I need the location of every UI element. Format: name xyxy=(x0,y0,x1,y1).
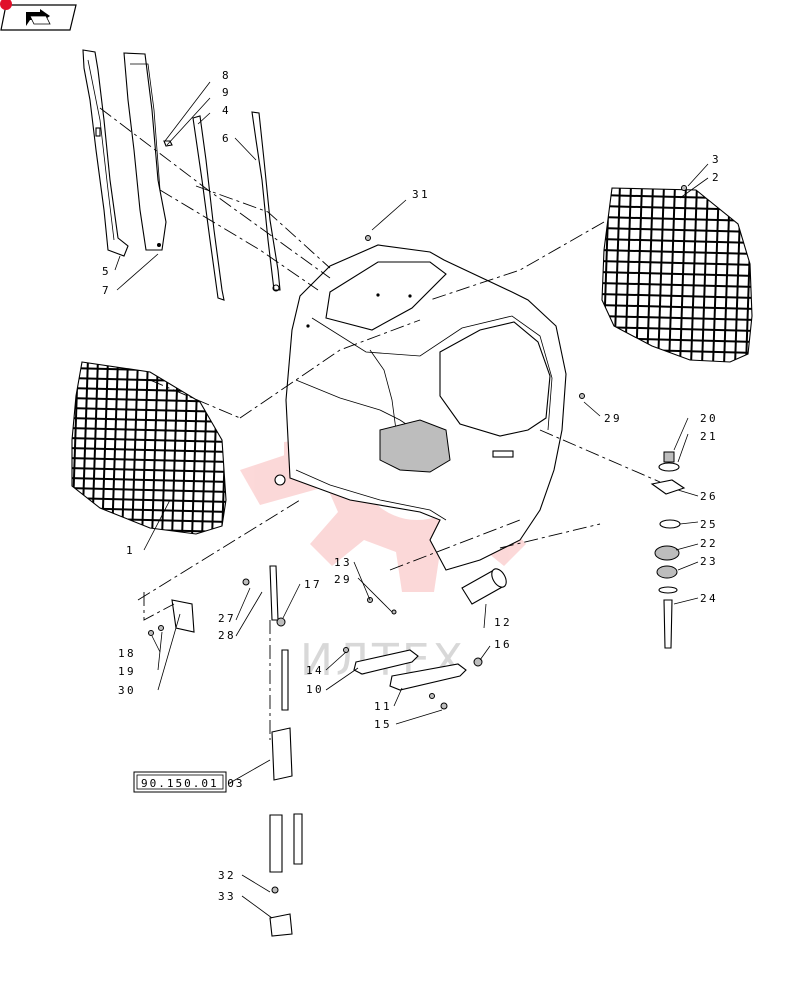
callout-12: 12 xyxy=(494,616,512,629)
screw-31 xyxy=(365,235,371,241)
callout-29-upper: 29 xyxy=(604,412,622,425)
callout-29-lower: 29 xyxy=(334,573,352,586)
callout-24: 24 xyxy=(700,592,718,605)
callout-18: 18 xyxy=(118,647,136,660)
callout-32: 32 xyxy=(218,869,236,882)
bolt-14 xyxy=(343,647,349,653)
callout-23: 23 xyxy=(700,555,718,568)
callout-4: 4 xyxy=(222,104,231,117)
callout-6: 6 xyxy=(222,132,231,145)
clip-part-8[interactable] xyxy=(163,140,173,147)
bracket-26 xyxy=(650,479,686,495)
callout-1: 1 xyxy=(126,544,135,557)
bushing-23 xyxy=(656,565,678,579)
bolt-24 xyxy=(663,599,673,649)
bushing-22 xyxy=(654,545,680,561)
callout-13: 13 xyxy=(334,556,352,569)
callout-26: 26 xyxy=(700,490,718,503)
washer-25 xyxy=(659,519,681,529)
callout-16: 16 xyxy=(494,638,512,651)
projection-lines xyxy=(99,107,661,740)
callout-31: 31 xyxy=(412,188,430,201)
cylinder-12[interactable] xyxy=(461,566,509,605)
callout-25: 25 xyxy=(700,518,718,531)
trim-panel-5[interactable] xyxy=(82,49,129,257)
spring-27 xyxy=(242,578,250,586)
callout-5: 5 xyxy=(102,265,111,278)
screw-29 xyxy=(579,393,585,399)
callout-19: 19 xyxy=(118,665,136,678)
screw-18 xyxy=(148,630,154,636)
callout-22: 22 xyxy=(700,537,718,550)
corner-dot xyxy=(0,0,12,10)
trim-panel-7[interactable] xyxy=(123,52,167,251)
callout-28: 28 xyxy=(218,629,236,642)
mount-stack[interactable] xyxy=(650,451,686,649)
callout-labels: 5 7 8 9 4 6 31 3 2 29 20 21 26 25 22 23 … xyxy=(102,69,721,903)
callout-27: 27 xyxy=(218,612,236,625)
reference-box[interactable]: 90.150.01 03 xyxy=(133,771,244,793)
cab-frame[interactable] xyxy=(274,244,567,571)
bracket-30[interactable] xyxy=(171,599,195,633)
callout-7: 7 xyxy=(102,284,111,297)
callout-8: 8 xyxy=(222,69,231,82)
callout-17: 17 xyxy=(304,578,322,591)
callout-10: 10 xyxy=(306,683,324,696)
callout-14: 14 xyxy=(306,664,324,677)
callout-leaders xyxy=(114,81,709,919)
link-10[interactable] xyxy=(353,649,419,675)
callout-11: 11 xyxy=(374,700,392,713)
book-arrow-icon[interactable] xyxy=(0,4,77,31)
washer-19 xyxy=(158,625,164,631)
callout-33: 33 xyxy=(218,890,236,903)
trim-strip-6[interactable] xyxy=(251,111,281,292)
callout-30: 30 xyxy=(118,684,136,697)
window-grille-2[interactable] xyxy=(592,184,756,366)
washer-21 xyxy=(658,462,680,472)
bolt-15 xyxy=(440,702,448,710)
callout-9: 9 xyxy=(222,86,231,99)
callout-21: 21 xyxy=(700,430,718,443)
callout-15: 15 xyxy=(374,718,392,731)
window-grille-1[interactable] xyxy=(62,358,230,542)
callout-3: 3 xyxy=(712,153,721,166)
callout-2: 2 xyxy=(712,171,721,184)
nut-17 xyxy=(276,617,286,627)
screw-3 xyxy=(681,185,687,191)
reference-text: 90.150.01 03 xyxy=(141,777,244,790)
foot-pad-33 xyxy=(269,913,293,937)
trim-strip-4[interactable] xyxy=(192,115,225,301)
gas-strut-assembly[interactable] xyxy=(269,565,303,937)
nut-20 xyxy=(663,451,675,463)
callout-20: 20 xyxy=(700,412,718,425)
link-11[interactable] xyxy=(389,663,467,691)
